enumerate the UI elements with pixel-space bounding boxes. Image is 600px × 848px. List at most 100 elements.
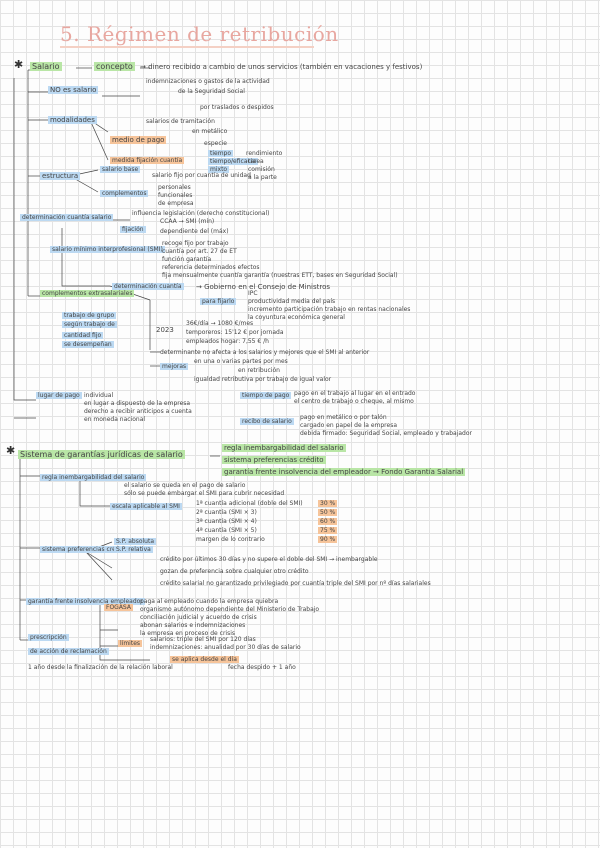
complementos-fuera-item: se desempeñan bbox=[62, 341, 114, 348]
recibo-label: recibo de salario bbox=[240, 418, 294, 425]
fijacion-item: dependiente del (máx) bbox=[160, 228, 229, 235]
concepto-label: concepto bbox=[94, 62, 135, 71]
fijacion-label: fijación bbox=[120, 226, 146, 233]
lugar-item: en moneda nacional bbox=[84, 416, 146, 423]
para-fijarlo-item: productividad media del país bbox=[248, 298, 336, 305]
mejoras-label: mejoras bbox=[160, 363, 189, 370]
recibo-item: debida firmado: Seguridad Social, emplea… bbox=[300, 430, 472, 437]
lugar-pago-label: lugar de pago bbox=[36, 392, 82, 399]
fogasa-label: garantía frente insolvencia empleador bbox=[26, 598, 145, 605]
determinacion-definition: influencia legislación (derecho constitu… bbox=[132, 210, 270, 217]
smi-item: recoge fijo por trabajo bbox=[162, 240, 229, 247]
escala-label: escala aplicable al SMI bbox=[110, 503, 182, 510]
medida-sub: comisión bbox=[248, 166, 275, 173]
escala-percent: 60 % bbox=[318, 518, 338, 525]
smi-label: salario mínimo interprofesional (SMI) bbox=[50, 246, 165, 253]
garantias-item: sistema preferencias crédito bbox=[222, 456, 326, 464]
determinacion-cuantia-label: determinación cuantía bbox=[112, 283, 184, 290]
complementos-label: complementos bbox=[100, 190, 149, 197]
star-marker-icon: ✱ bbox=[6, 444, 16, 457]
escala-item: 3ª cuantía (SMI × 4) bbox=[196, 518, 257, 525]
escala-item: 2ª cuantía (SMI × 3) bbox=[196, 509, 257, 516]
escala-percent: 50 % bbox=[318, 509, 338, 516]
no-salario-item: por traslados o despidos bbox=[200, 104, 274, 111]
medio-pago-item: en metálico bbox=[192, 128, 228, 135]
salario-base-definition: salario fijo por cuantía de unidad bbox=[152, 172, 251, 179]
gobierno-text: → Gobierno en el Consejo de Ministros bbox=[196, 283, 331, 291]
para-fijarlo-label: para fijarlo bbox=[200, 298, 237, 305]
complementos-fuera-item: según trabajo de bbox=[62, 321, 117, 328]
salario-base-label: salario base bbox=[100, 166, 141, 173]
mejoras-item: en una o varias partes por mes bbox=[194, 358, 288, 365]
complementos-fuera-item: trabajo de grupo bbox=[62, 312, 117, 319]
limites-item: salarios: triple del SMI por 120 días bbox=[150, 636, 256, 643]
no-salario-item: de la Seguridad Social bbox=[178, 88, 245, 95]
extra-item: se aplica desde el día bbox=[170, 656, 239, 663]
no-salario-item: indemnizaciones o gastos de la actividad bbox=[146, 78, 270, 85]
escala-item: margen de lo contrario bbox=[196, 536, 265, 543]
lugar-item: derecho a recibir anticipos a cuenta bbox=[84, 408, 192, 415]
limites-item: indemnizaciones: anualidad por 30 días d… bbox=[150, 644, 301, 651]
medio-pago-label: medio de pago bbox=[110, 136, 167, 144]
no-salario-label: NO es salario bbox=[48, 86, 99, 94]
medida-item: tiempo bbox=[208, 150, 234, 157]
modalidades-label: modalidades bbox=[48, 116, 97, 124]
no-salario-item: salarios de tramitación bbox=[146, 118, 215, 125]
tiempo-pago-label: tiempo de pago bbox=[240, 392, 292, 399]
complementos-item: funcionales bbox=[158, 192, 193, 199]
lugar-item: individual bbox=[84, 392, 114, 399]
inembargabilidad-label: regla inembargabilidad del salario bbox=[40, 474, 147, 481]
medio-pago-item: especie bbox=[204, 140, 227, 147]
complementos-fuera-label: complementos extrasalariales bbox=[40, 290, 135, 297]
medida-item: mixto bbox=[208, 166, 230, 173]
garantias-item: regla inembargabilidad del salario bbox=[222, 444, 346, 452]
page-title: 5. Régimen de retribución bbox=[60, 22, 339, 46]
para-fijarlo-item: IPC bbox=[248, 290, 258, 297]
para-fijarlo-item: incremento participación trabajo en rent… bbox=[248, 306, 411, 313]
star-marker-icon: ✱ bbox=[14, 58, 24, 71]
mejoras-item: igualdad retributiva por trabajo de igua… bbox=[194, 376, 332, 383]
tiempo-item: el centro de trabajo o cheque, al mismo bbox=[294, 398, 414, 405]
determinante-text: determinante no afecta a los salarios y … bbox=[160, 349, 370, 356]
medida-sub: a la parte bbox=[248, 174, 277, 181]
anio-label: 2023 bbox=[156, 326, 174, 334]
smi-item: fija mensualmente cuantía garantía (nues… bbox=[162, 272, 398, 279]
salario-heading: Salario bbox=[30, 62, 62, 71]
inembargabilidad-item: el salario se queda en el pago de salari… bbox=[124, 482, 246, 489]
preferencias-description: crédito salarial no garantizado privileg… bbox=[160, 580, 431, 587]
recibo-item: pago en metálico o por talón bbox=[300, 414, 387, 421]
medida-sub: tarea bbox=[248, 158, 264, 165]
prescripcion-definition: 1 año desde la finalización de la relaci… bbox=[28, 664, 173, 671]
garantias-heading: Sistema de garantías jurídicas de salari… bbox=[18, 450, 185, 459]
fogasa-item: conciliación judicial y acuerdo de crisi… bbox=[140, 614, 257, 621]
smi-item: función garantía bbox=[162, 256, 212, 263]
medida-item: tiempo/eficacia bbox=[208, 158, 259, 165]
preferencias-description: crédito por últimos 30 días y no supere … bbox=[160, 556, 378, 563]
escala-percent: 75 % bbox=[318, 527, 338, 534]
fijacion-item: CCAA → SMI (mín) bbox=[160, 218, 215, 225]
escala-percent: 90 % bbox=[318, 536, 338, 543]
inembargabilidad-item: sólo se puede embargar el SMI para cubri… bbox=[124, 490, 285, 497]
mejoras-item: en retribución bbox=[238, 367, 280, 374]
limites-label: límites bbox=[118, 640, 143, 647]
anio-item: empleados hogar: 7,55 € /h bbox=[186, 338, 269, 345]
fogasa-item: organismo autónomo dependiente del Minis… bbox=[140, 606, 320, 613]
preferencias-description: gozan de preferencia sobre cualquier otr… bbox=[160, 568, 309, 575]
para-fijarlo-item: la coyuntura económica general bbox=[248, 314, 345, 321]
prescripcion-label: prescripción bbox=[28, 634, 69, 641]
preferencias-item: S.P. relativa bbox=[114, 546, 153, 553]
smi-item: cuantía por art. 27 de ET bbox=[162, 248, 237, 255]
smi-item: referencia determinados efectos bbox=[162, 264, 260, 271]
escala-item: 4ª cuantía (SMI × 5) bbox=[196, 527, 257, 534]
garantias-item: garantía frente insolvencia del empleado… bbox=[222, 468, 466, 476]
complementos-item: de empresa bbox=[158, 200, 194, 207]
fogasa-heading: FOGASA bbox=[104, 604, 133, 611]
extra-item: fecha despido + 1 año bbox=[228, 664, 296, 671]
complementos-fuera-item: cantidad fijo bbox=[62, 332, 104, 339]
anio-item: 36€/día → 1080 €/mes bbox=[186, 320, 254, 327]
medida-label: medida fijación cuantía bbox=[110, 157, 185, 164]
complementos-item: personales bbox=[158, 184, 191, 191]
escala-percent: 30 % bbox=[318, 500, 338, 507]
fogasa-item: la empresa en proceso de crisis bbox=[140, 630, 236, 637]
title-underline bbox=[60, 46, 314, 48]
